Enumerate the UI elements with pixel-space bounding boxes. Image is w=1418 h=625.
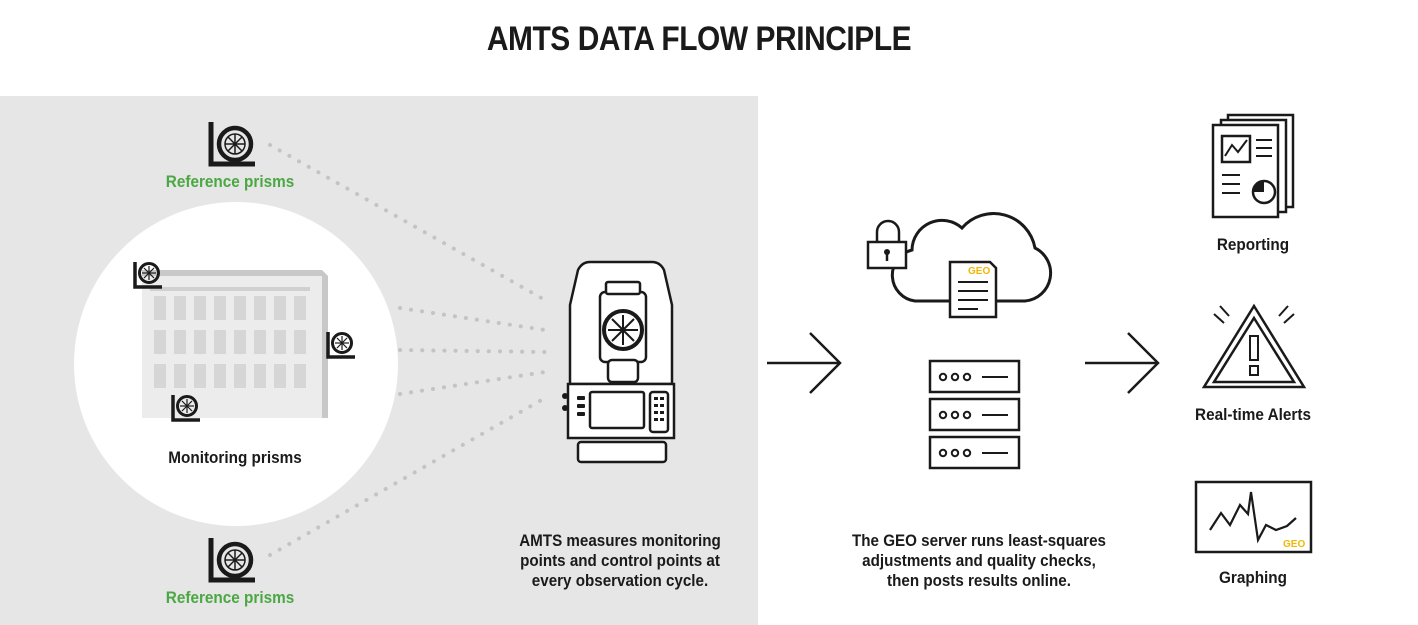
graph-geo-tag: GEO bbox=[1283, 539, 1305, 550]
amts-caption: AMTS measures monitoring points and cont… bbox=[482, 531, 758, 591]
monitoring-prism-icon bbox=[171, 395, 200, 422]
graph-icon bbox=[1194, 480, 1313, 554]
amts-caption-line: AMTS measures monitoring bbox=[519, 532, 721, 550]
report-icon bbox=[1211, 113, 1295, 219]
alert-icon bbox=[1201, 303, 1307, 389]
reference-prism-icon-top bbox=[208, 122, 255, 167]
total-station-icon bbox=[562, 260, 676, 464]
arrow-right-icon bbox=[1085, 332, 1160, 394]
reference-prisms-label-bottom: Reference prisms bbox=[165, 588, 295, 607]
monitoring-prism-icon bbox=[326, 332, 355, 359]
page-title: AMTS DATA FLOW PRINCIPLE bbox=[486, 20, 912, 58]
sight-lines bbox=[268, 143, 547, 557]
geo-caption-line: The GEO server runs least-squares bbox=[852, 532, 1106, 550]
server-icon bbox=[928, 359, 1021, 470]
geo-caption-line: adjustments and quality checks, bbox=[862, 552, 1096, 570]
amts-caption-line: points and control points at bbox=[520, 552, 720, 570]
arrow-right-icon bbox=[767, 332, 842, 394]
document-icon bbox=[948, 260, 998, 319]
geo-server-caption: The GEO server runs least-squares adjust… bbox=[833, 531, 1126, 591]
monitoring-prisms-label: Monitoring prisms bbox=[168, 448, 302, 467]
graphing-label: Graphing bbox=[1218, 568, 1288, 587]
building-icon bbox=[142, 270, 328, 418]
geo-doc-tag: GEO bbox=[968, 266, 990, 277]
alerts-label: Real-time Alerts bbox=[1195, 405, 1311, 424]
monitoring-prism-icon bbox=[133, 262, 162, 289]
amts-caption-line: every observation cycle. bbox=[531, 572, 709, 590]
reference-prisms-label-top: Reference prisms bbox=[165, 172, 295, 191]
geo-caption-line: then posts results online. bbox=[887, 572, 1071, 590]
reference-prism-icon-bottom bbox=[208, 538, 255, 583]
lock-icon bbox=[866, 219, 908, 270]
reporting-label: Reporting bbox=[1216, 235, 1290, 254]
